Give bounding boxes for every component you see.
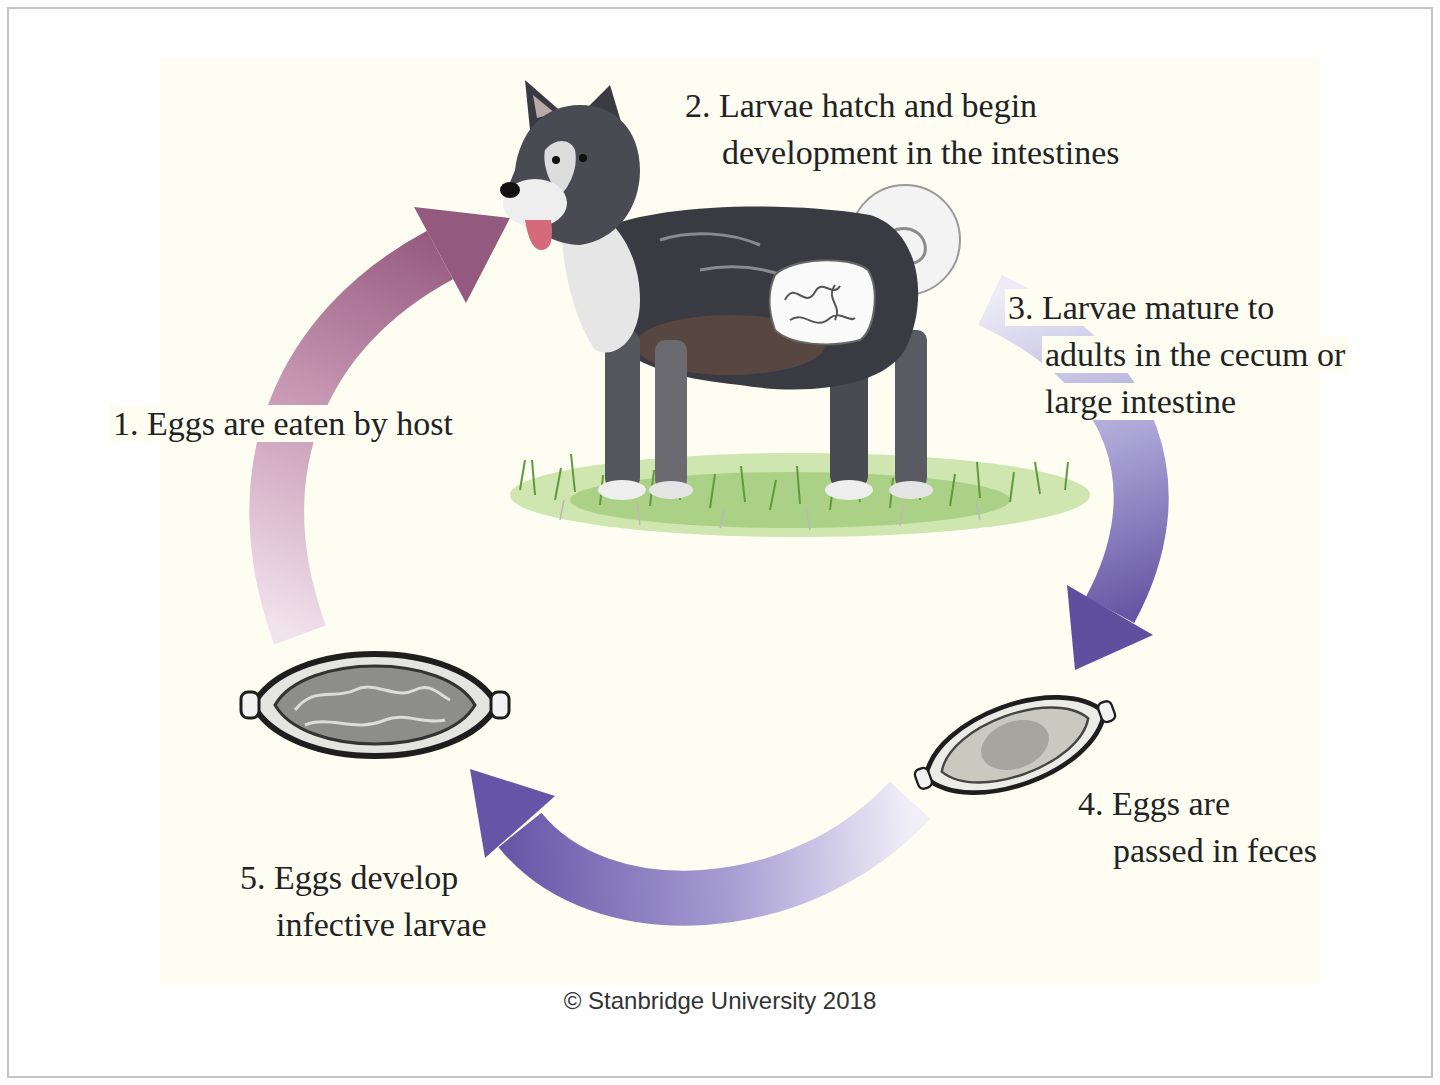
step-text: 4. Eggs are passed in feces [1078,785,1317,869]
embryonated-egg [241,654,509,756]
copyright-note: © Stanbridge University 2018 [564,986,877,1016]
copyright-text: © Stanbridge University 2018 [564,987,877,1014]
step-text: 2. Larvae hatch and begin development in… [685,87,1120,171]
step-label: 1. Eggs are eaten by host [110,400,456,447]
line-spacer [1318,780,1378,790]
step-label: 2. Larvae hatch and begin development in… [685,82,1200,176]
frame [8,8,1432,1077]
panel-ground [160,58,1320,985]
step-label: 5. Eggs develop infective larvae [240,854,531,948]
step-label: 3. Larvae mature to adults in the cecum … [1005,284,1360,425]
step-text: 1. Eggs are eaten by host [110,405,456,442]
cycle-arrow [470,769,910,898]
step-label: 4. Eggs are passed in feces [1078,780,1378,874]
step-text: 5. Eggs develop infective larvae [240,859,486,943]
grass [510,453,1090,537]
step-text: 3. Larvae mature to adults in the cecum … [1005,289,1348,420]
